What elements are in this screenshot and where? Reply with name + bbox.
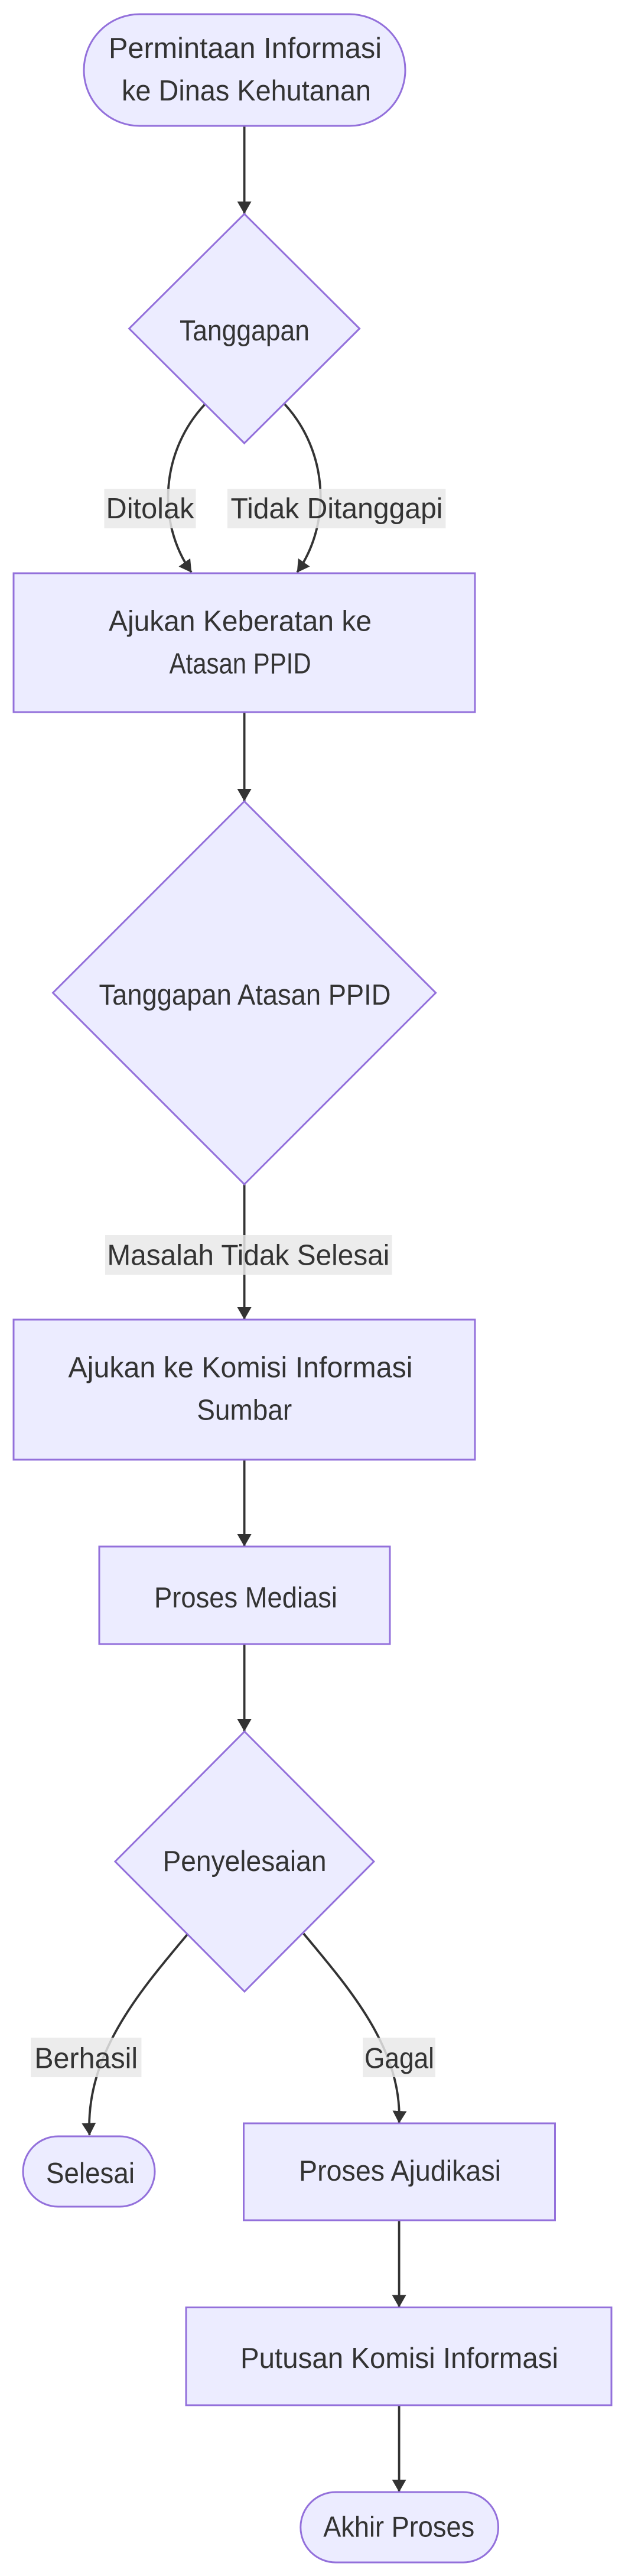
svg-text:Ajukan ke Komisi Informasi: Ajukan ke Komisi Informasi (69, 1352, 413, 1383)
svg-text:Gagal: Gagal (364, 2043, 434, 2075)
svg-text:ke Dinas Kehutanan: ke Dinas Kehutanan (122, 75, 371, 107)
svg-text:Ditolak: Ditolak (106, 493, 194, 525)
svg-text:Penyelesaian: Penyelesaian (163, 1846, 327, 1877)
svg-text:Tidak Ditanggapi: Tidak Ditanggapi (231, 493, 443, 525)
svg-text:Proses Mediasi: Proses Mediasi (154, 1582, 337, 1614)
svg-text:Putusan Komisi Informasi: Putusan Komisi Informasi (240, 2343, 558, 2374)
svg-text:Berhasil: Berhasil (34, 2043, 138, 2075)
svg-text:Proses Ajudikasi: Proses Ajudikasi (299, 2155, 501, 2187)
svg-text:Tanggapan: Tanggapan (180, 315, 310, 347)
svg-text:Ajukan Keberatan ke: Ajukan Keberatan ke (109, 606, 372, 638)
svg-text:Atasan PPID: Atasan PPID (170, 648, 311, 680)
svg-text:Sumbar: Sumbar (197, 1394, 292, 1426)
svg-text:Akhir Proses: Akhir Proses (323, 2511, 474, 2543)
svg-text:Tanggapan Atasan PPID: Tanggapan Atasan PPID (99, 979, 391, 1011)
svg-text:Permintaan Informasi: Permintaan Informasi (109, 33, 382, 64)
svg-text:Selesai: Selesai (46, 2158, 135, 2190)
svg-text:Masalah Tidak Selesai: Masalah Tidak Selesai (107, 1240, 389, 1272)
